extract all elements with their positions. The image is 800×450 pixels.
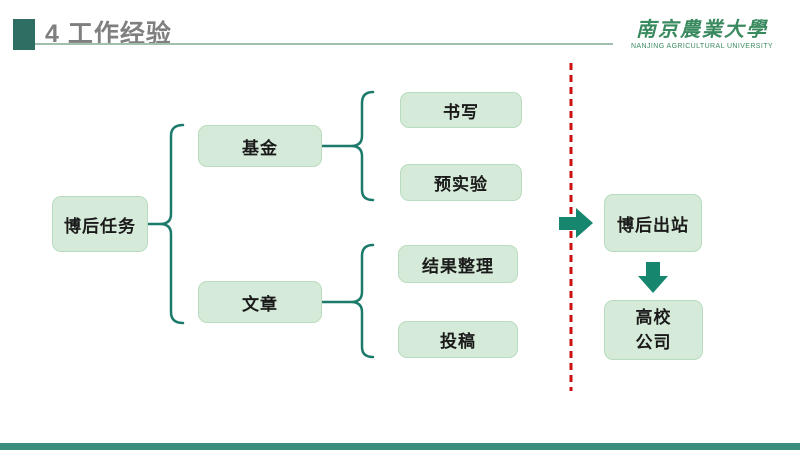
destination-line2: 公司 xyxy=(635,333,672,352)
article-brace xyxy=(320,243,375,359)
university-logo: 南京農業大學 NANJING AGRICULTURAL UNIVERSITY xyxy=(612,16,792,50)
destination-line1: 高校 xyxy=(635,308,672,327)
node-postdoc-tasks: 博后任务 xyxy=(52,196,148,252)
bottom-accent-bar xyxy=(0,443,800,450)
node-submission: 投稿 xyxy=(398,321,518,358)
down-arrow-icon xyxy=(638,262,668,293)
node-destination: 高校 公司 xyxy=(604,300,703,360)
university-logo-english: NANJING AGRICULTURAL UNIVERSITY xyxy=(631,43,773,50)
fund-brace xyxy=(320,90,375,202)
node-result-organizing: 结果整理 xyxy=(398,245,518,283)
university-logo-chinese: 南京農業大學 xyxy=(636,17,768,41)
root-brace xyxy=(146,123,185,325)
right-arrow-icon xyxy=(559,208,593,238)
node-fund: 基金 xyxy=(198,125,322,167)
node-postdoc-exit: 博后出站 xyxy=(604,194,702,252)
node-pre-experiment: 预实验 xyxy=(400,164,522,201)
node-writing: 书写 xyxy=(400,92,522,128)
node-article: 文章 xyxy=(198,281,322,323)
header-accent-square xyxy=(13,19,35,50)
header-underline xyxy=(35,43,613,45)
